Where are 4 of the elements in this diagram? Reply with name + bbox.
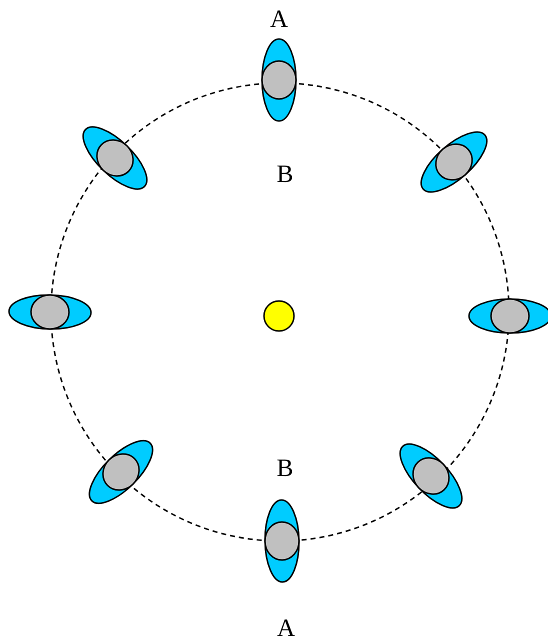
position-label: B [276, 161, 294, 188]
position-label: A [270, 6, 288, 33]
position-label: B [276, 455, 294, 482]
position-label: A [276, 615, 296, 639]
